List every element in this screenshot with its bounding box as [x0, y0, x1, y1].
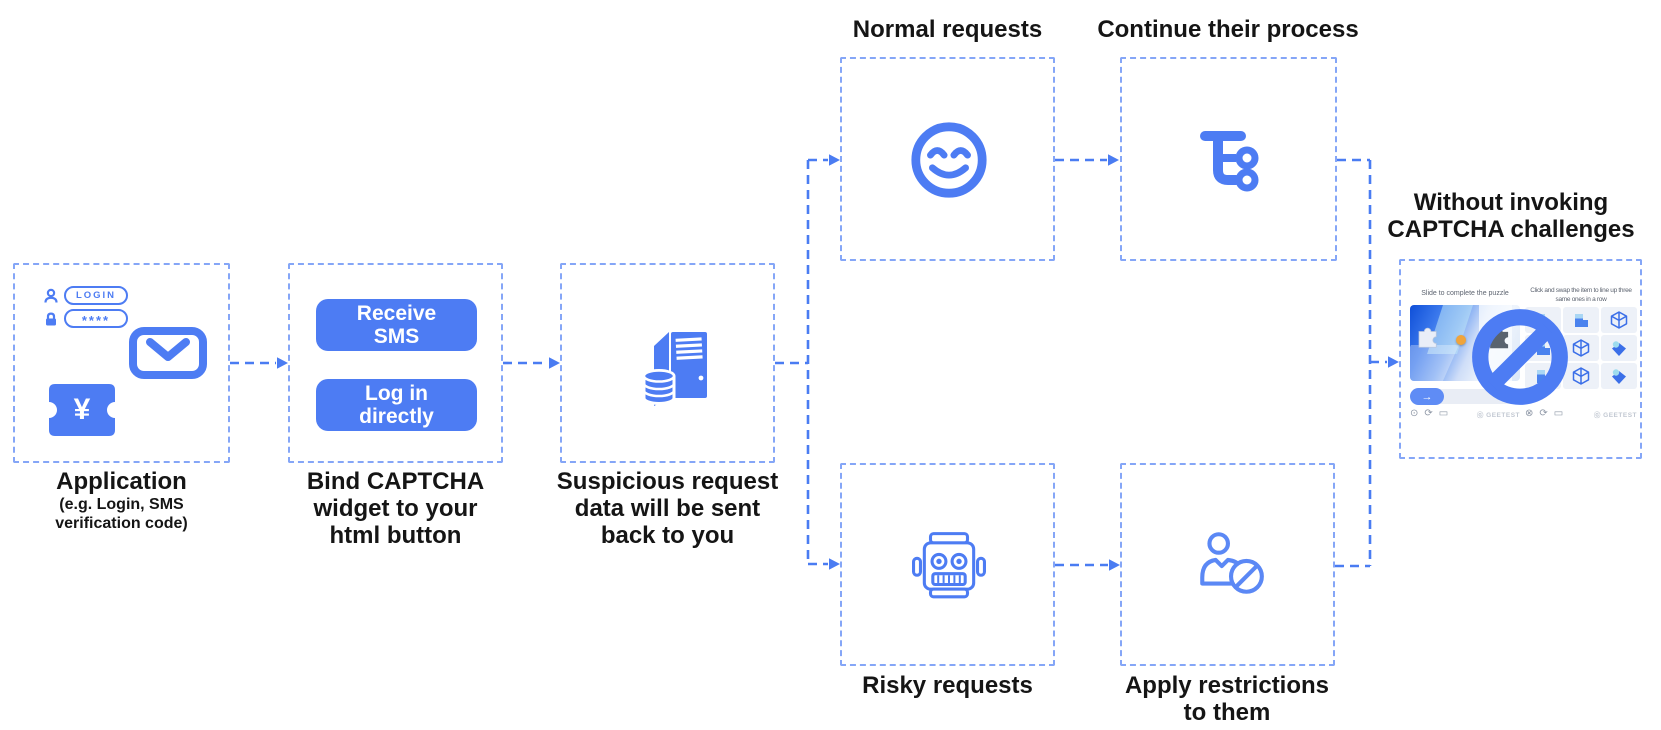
- continue-process-box: [1120, 57, 1337, 261]
- workflow-branch-icon: [1200, 131, 1259, 192]
- label-without-invoking: Without invoking CAPTCHA challenges: [1387, 189, 1635, 243]
- geetest-brand: Ⓖ GEETEST: [1593, 412, 1637, 419]
- server-database-icon: [642, 332, 707, 406]
- swap-tile[interactable]: [1563, 307, 1599, 333]
- swap-tile[interactable]: [1601, 363, 1637, 389]
- orange-ball: [1456, 335, 1466, 345]
- normal-requests-box: [840, 57, 1055, 261]
- application-box: LOGIN **** ¥: [13, 263, 230, 463]
- close-icon[interactable]: ⊗: [1525, 408, 1534, 419]
- arrowhead-risky: [829, 558, 840, 570]
- smiley-face-icon: [911, 122, 987, 198]
- login-row: LOGIN: [43, 286, 128, 305]
- audio-icon[interactable]: ⊙: [1410, 408, 1419, 419]
- yen-symbol: ¥: [73, 393, 91, 426]
- swap-tile[interactable]: [1563, 335, 1599, 361]
- bind-widget-box: Receive SMS Log in directly: [288, 263, 503, 463]
- arrowhead-suspicious: [549, 357, 560, 369]
- mail-icon: [129, 327, 207, 379]
- ticket-shape: [49, 384, 115, 436]
- swap-tile[interactable]: [1563, 363, 1599, 389]
- swap-captcha-caption: Click and swap the item to line up three…: [1530, 287, 1632, 303]
- coupon-ticket-icon: ¥: [47, 382, 117, 438]
- label-application: Application (e.g. Login, SMS verificatio…: [55, 468, 188, 532]
- no-entry-ban-icon: [1472, 309, 1568, 405]
- user-icon: [44, 288, 58, 303]
- apply-restrictions-box: [1120, 463, 1335, 666]
- geetest-brand: Ⓖ GEETEST: [1476, 412, 1520, 419]
- puzzle-piece-light[interactable]: [1416, 324, 1440, 348]
- swap-captcha-toolbar: ⊗ ⟳ ▭ Ⓖ GEETEST: [1525, 408, 1637, 420]
- arrowhead-continue: [1108, 154, 1119, 166]
- receive-sms-button[interactable]: Receive SMS: [316, 299, 477, 351]
- label-bind-widget: Bind CAPTCHA widget to your html button: [306, 468, 485, 549]
- slider-knob[interactable]: →: [1410, 388, 1444, 405]
- slide-captcha-caption: Slide to complete the puzzle: [1421, 290, 1509, 297]
- arrowhead-normal: [829, 154, 840, 166]
- password-field[interactable]: ****: [64, 309, 128, 328]
- feedback-icon[interactable]: ▭: [1553, 408, 1564, 419]
- label-apply-restrictions: Apply restrictions to them: [1124, 672, 1330, 726]
- feedback-icon[interactable]: ▭: [1438, 408, 1449, 419]
- login-field[interactable]: LOGIN: [64, 286, 128, 305]
- label-normal-requests: Normal requests: [852, 16, 1043, 43]
- swap-tile[interactable]: [1601, 335, 1637, 361]
- robot-icon: [912, 532, 986, 599]
- label-suspicious-data: Suspicious request data will be sent bac…: [556, 468, 779, 549]
- slide-captcha-toolbar: ⊙ ⟳ ▭ Ⓖ GEETEST: [1410, 408, 1520, 420]
- refresh-icon[interactable]: ⟳: [1539, 408, 1548, 419]
- arrowhead-result: [1388, 356, 1399, 368]
- swap-tile[interactable]: [1601, 307, 1637, 333]
- no-captcha-result-box: Slide to complete the puzzle → ⊙ ⟳: [1399, 259, 1642, 459]
- label-risky-requests: Risky requests: [862, 672, 1033, 699]
- user-blocked-icon: [1200, 532, 1264, 594]
- arrowhead-apply: [1109, 559, 1120, 571]
- refresh-icon[interactable]: ⟳: [1424, 408, 1433, 419]
- password-row: ****: [43, 309, 128, 328]
- login-directly-button[interactable]: Log in directly: [316, 379, 477, 431]
- label-continue-process: Continue their process: [1097, 16, 1359, 43]
- arrowhead-bind: [277, 357, 288, 369]
- risky-requests-box: [840, 463, 1055, 666]
- lock-icon: [46, 311, 56, 325]
- suspicious-data-box: [560, 263, 775, 463]
